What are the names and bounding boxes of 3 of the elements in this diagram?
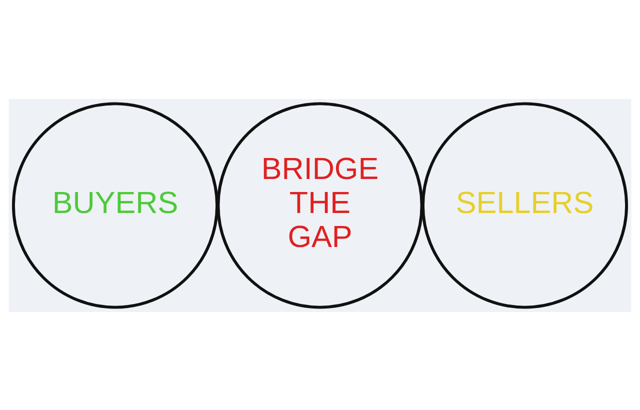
node-circle: BUYERS — [12, 102, 218, 308]
node-circle: BRIDGE THE GAP — [216, 102, 424, 308]
node-circle: SELLERS — [422, 102, 628, 308]
